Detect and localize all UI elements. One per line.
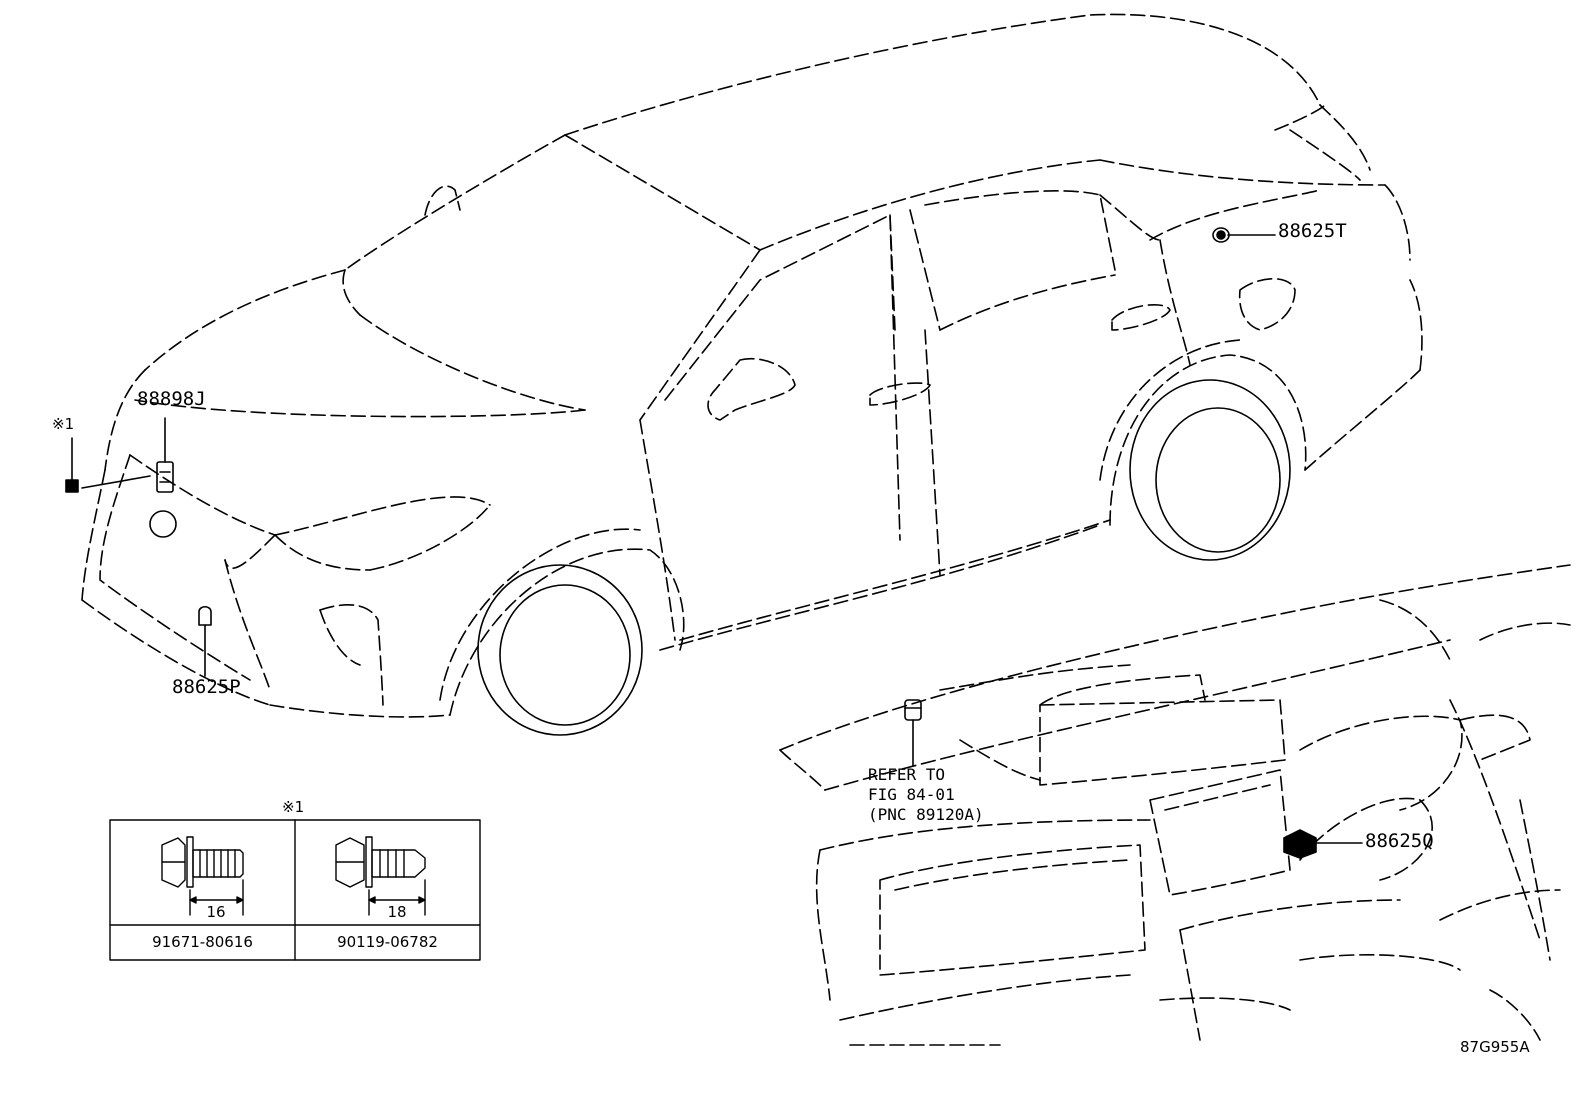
bolt-left-dimension: 16 [206, 903, 226, 921]
refer-note-line3: (PNC 89120A) [868, 805, 984, 824]
callout-88625T: 88625T [1278, 220, 1347, 242]
bolt-table-header-mark: ※1 [282, 798, 305, 816]
wheels [477, 379, 1291, 736]
bolt-x1-shape [65, 479, 79, 493]
refer-pin-shape [904, 699, 922, 721]
bolt-right-dimension: 18 [387, 903, 407, 921]
callout-mark-x1: ※1 [52, 415, 75, 433]
figure-id: 87G955A [1460, 1038, 1530, 1056]
callout-88625P: 88625P [172, 676, 241, 698]
part-88898J-shape [156, 461, 174, 493]
callout-88625Q: 88625Q [1365, 830, 1434, 852]
fog-lamp [149, 510, 177, 538]
bolt-91671-drawing [161, 836, 244, 916]
part-88625T-shape [1212, 227, 1230, 243]
vehicle-body-outline [81, 13, 1423, 718]
bolt-left-part-number: 91671-80616 [152, 933, 253, 951]
part-88625P-shape [198, 605, 212, 626]
refer-note-line1: REFER TO [868, 765, 946, 784]
leader-lines [71, 234, 1363, 844]
refer-note-line2: FIG 84-01 [868, 785, 955, 804]
refer-note: REFER TO FIG 84-01 (PNC 89120A) [868, 765, 984, 825]
bolt-right-part-number: 90119-06782 [337, 933, 438, 951]
dashboard-outline [779, 564, 1571, 1046]
bolt-table [109, 819, 481, 961]
callout-88898J: 88898J [137, 388, 206, 410]
part-88625Q-shape [1283, 829, 1317, 859]
bolt-90119-drawing [335, 836, 426, 916]
